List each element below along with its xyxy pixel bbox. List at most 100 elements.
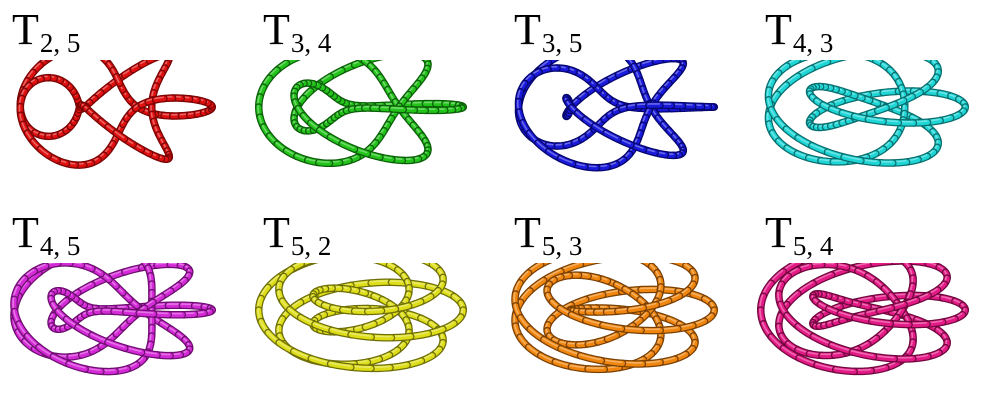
knot-tube-highlight	[781, 346, 799, 358]
knot-tube-highlight	[409, 281, 429, 286]
knot-label-letter: T	[765, 5, 792, 54]
knot-tube-highlight	[37, 345, 54, 357]
knot-tube-highlight	[628, 305, 644, 310]
knot-tube-highlight	[277, 340, 294, 352]
knot-tube-highlight	[558, 156, 573, 164]
knot-tube-highlight	[784, 127, 798, 138]
knot-tube-highlight	[870, 319, 891, 324]
knot-tube-highlight	[106, 340, 125, 348]
knot-tube-highlight	[527, 345, 541, 356]
knot-tube-highlight	[340, 141, 355, 149]
knot-tube-highlight	[17, 322, 28, 336]
knot-tube-highlight	[815, 363, 836, 370]
knot-tube-highlight	[25, 334, 39, 347]
knot-tube-highlight	[67, 362, 86, 369]
knot-tube-highlight	[518, 315, 531, 329]
knot-tube-highlight	[349, 332, 372, 337]
knot-label-subscript: 4, 3	[792, 27, 834, 58]
knot-tube-highlight	[604, 130, 619, 139]
knot-label-letter: T	[12, 5, 39, 54]
knot-tube-highlight	[51, 354, 69, 364]
knot-tube-highlight	[797, 355, 817, 365]
knot-label-subscript: 5, 4	[792, 230, 834, 261]
knot-tube-highlight	[569, 312, 586, 321]
knot-tube-highlight	[825, 150, 845, 157]
torus-knot-drawing	[764, 60, 969, 167]
knot-tube-highlight	[834, 367, 855, 371]
knot-tube-highlight	[605, 333, 617, 339]
knot-tube-highlight	[313, 322, 332, 330]
knot-panel-7: T5, 4	[753, 203, 1004, 406]
knot-tube-highlight	[114, 130, 125, 139]
knot-tube-highlight	[838, 311, 855, 318]
knot-tube-highlight	[559, 346, 581, 356]
knot-tube	[105, 339, 128, 351]
knot-tube-highlight	[761, 321, 772, 337]
torus-knot-drawing	[10, 263, 216, 376]
knot-tube	[37, 146, 52, 158]
knot-tube	[348, 332, 374, 340]
knot-tube	[875, 105, 889, 114]
knot-tube	[66, 361, 88, 372]
knot-panel-0: T2, 5	[0, 0, 251, 203]
knot-tube	[652, 60, 668, 64]
knot-tube	[113, 74, 123, 86]
knot-tube-highlight	[553, 360, 572, 367]
knot-label-subscript: 4, 5	[39, 230, 81, 261]
knot-tube	[136, 310, 157, 317]
knot-tube-highlight	[72, 263, 82, 265]
knot-tube-highlight	[266, 330, 280, 343]
torus-knot-drawing	[255, 263, 467, 373]
knot-tube-highlight	[584, 318, 603, 325]
knot-tube-highlight	[578, 353, 602, 361]
knot-tube-highlight	[298, 315, 315, 325]
knot-tube-highlight	[154, 96, 164, 100]
knot-label: T3, 5	[514, 4, 582, 59]
knot-tube-highlight	[539, 353, 556, 362]
knot-tube-highlight	[317, 160, 330, 163]
knot-label-letter: T	[514, 208, 541, 257]
knot-tube	[365, 308, 384, 314]
torus-knot-drawing	[255, 60, 467, 168]
knot-label-letter: T	[263, 5, 290, 54]
knot-tube	[876, 305, 894, 314]
knot-label-subscript: 5, 2	[290, 230, 332, 261]
knot-tube	[869, 318, 893, 327]
knot-tube	[316, 160, 333, 166]
knot-tube	[603, 130, 621, 142]
knot-tube	[841, 154, 864, 164]
knot-tube-highlight	[363, 321, 374, 327]
knot-label: T4, 3	[765, 4, 833, 59]
knot-tube	[362, 321, 377, 330]
knot-tube-highlight	[759, 307, 764, 324]
knot-label: T5, 3	[514, 207, 582, 262]
torus-knot-drawing	[511, 263, 718, 374]
knot-tube-highlight	[810, 143, 828, 152]
knot-tube	[389, 106, 406, 113]
knot-tube-highlight	[769, 334, 784, 348]
knot-tube-highlight	[76, 325, 92, 335]
knot-tube-highlight	[569, 364, 588, 369]
knot-tube-highlight	[390, 106, 404, 110]
knot-tube-highlight	[64, 317, 78, 328]
knot-tube-highlight	[328, 361, 351, 367]
knot-tube-highlight	[853, 315, 872, 321]
knot-tube-highlight	[830, 343, 853, 352]
knot-tube-highlight	[330, 328, 351, 335]
knot-tube	[113, 130, 128, 142]
knot-tube-highlight	[811, 334, 832, 345]
knot-label-subscript: 3, 5	[541, 27, 583, 58]
knot-tube-highlight	[866, 117, 884, 122]
knot-tube	[833, 367, 857, 374]
knot-tube-highlight	[139, 60, 150, 65]
knot-tube	[865, 116, 886, 124]
knot-tube-highlight	[796, 135, 812, 146]
knot-panel-5: T5, 2	[251, 203, 502, 406]
knot-tube-highlight	[369, 280, 392, 283]
knot-label-letter: T	[765, 208, 792, 257]
knot-tube-highlight	[114, 74, 120, 83]
knot-tube-highlight	[90, 333, 108, 342]
torus-knot-drawing	[757, 263, 969, 376]
knot-tube	[557, 155, 576, 167]
knot-label-letter: T	[12, 208, 39, 257]
